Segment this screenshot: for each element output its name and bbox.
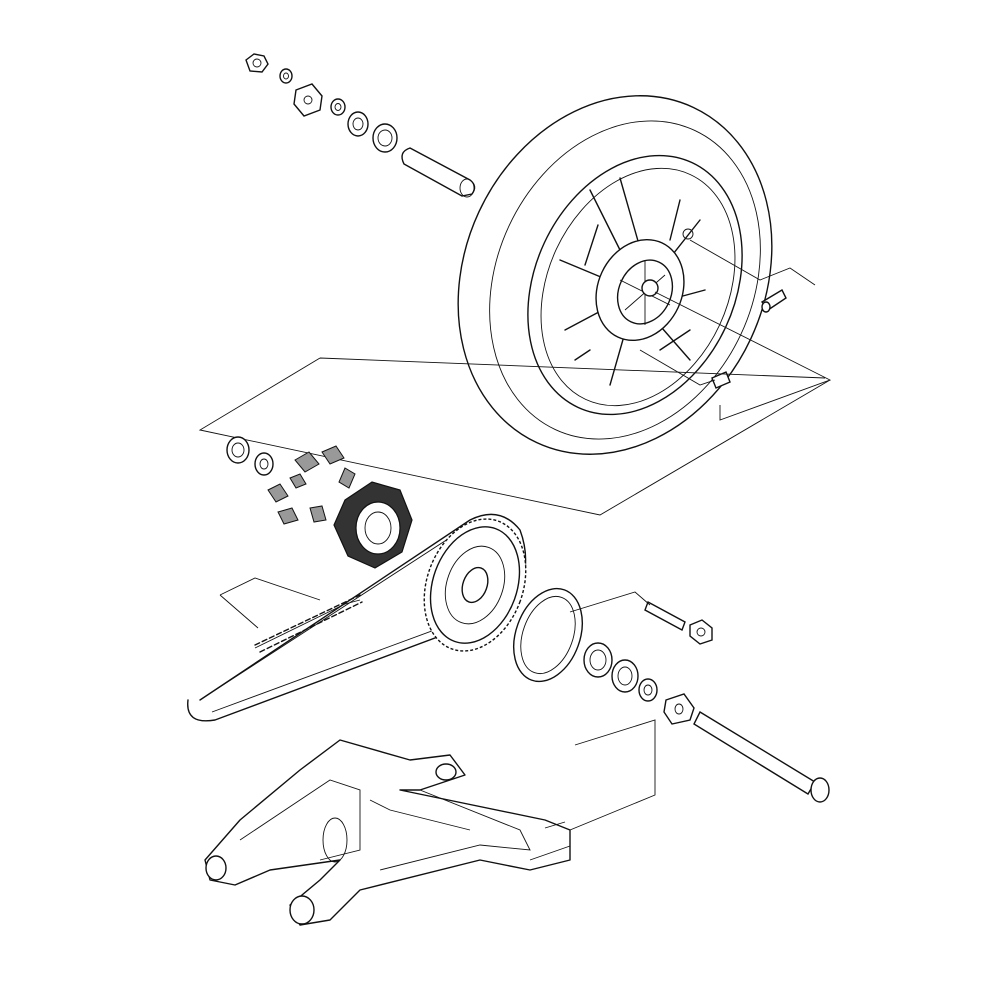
swingarm-icon (204, 739, 571, 926)
washer-icon (330, 98, 346, 116)
axle-nut-icon (245, 53, 269, 73)
bearing-icon (226, 436, 250, 464)
leader-lines (198, 239, 832, 516)
washer-icon (254, 452, 274, 476)
leader-lines (569, 591, 656, 831)
rear-wheel-icon (527, 154, 743, 416)
chain-adjuster-plate-icon (293, 83, 323, 117)
cush-drive-damper-icon (267, 445, 356, 525)
bearing-icon (347, 111, 369, 137)
valve-icon (760, 289, 787, 313)
stud-bolt-icon (644, 601, 686, 631)
rear-sprocket-icon (423, 518, 527, 652)
washer-icon (638, 678, 658, 702)
chain-guard-icon (513, 587, 583, 683)
bearing-icon (583, 642, 613, 678)
bearing-icon (372, 123, 398, 153)
rear-axle-icon (693, 711, 830, 803)
axle-nut-icon (689, 619, 713, 645)
sprocket-carrier-icon (333, 481, 413, 569)
bearing-icon (611, 659, 639, 693)
chain-adjuster-plate-icon (663, 693, 695, 725)
spacer-icon (401, 147, 476, 198)
washer-icon (279, 68, 293, 84)
